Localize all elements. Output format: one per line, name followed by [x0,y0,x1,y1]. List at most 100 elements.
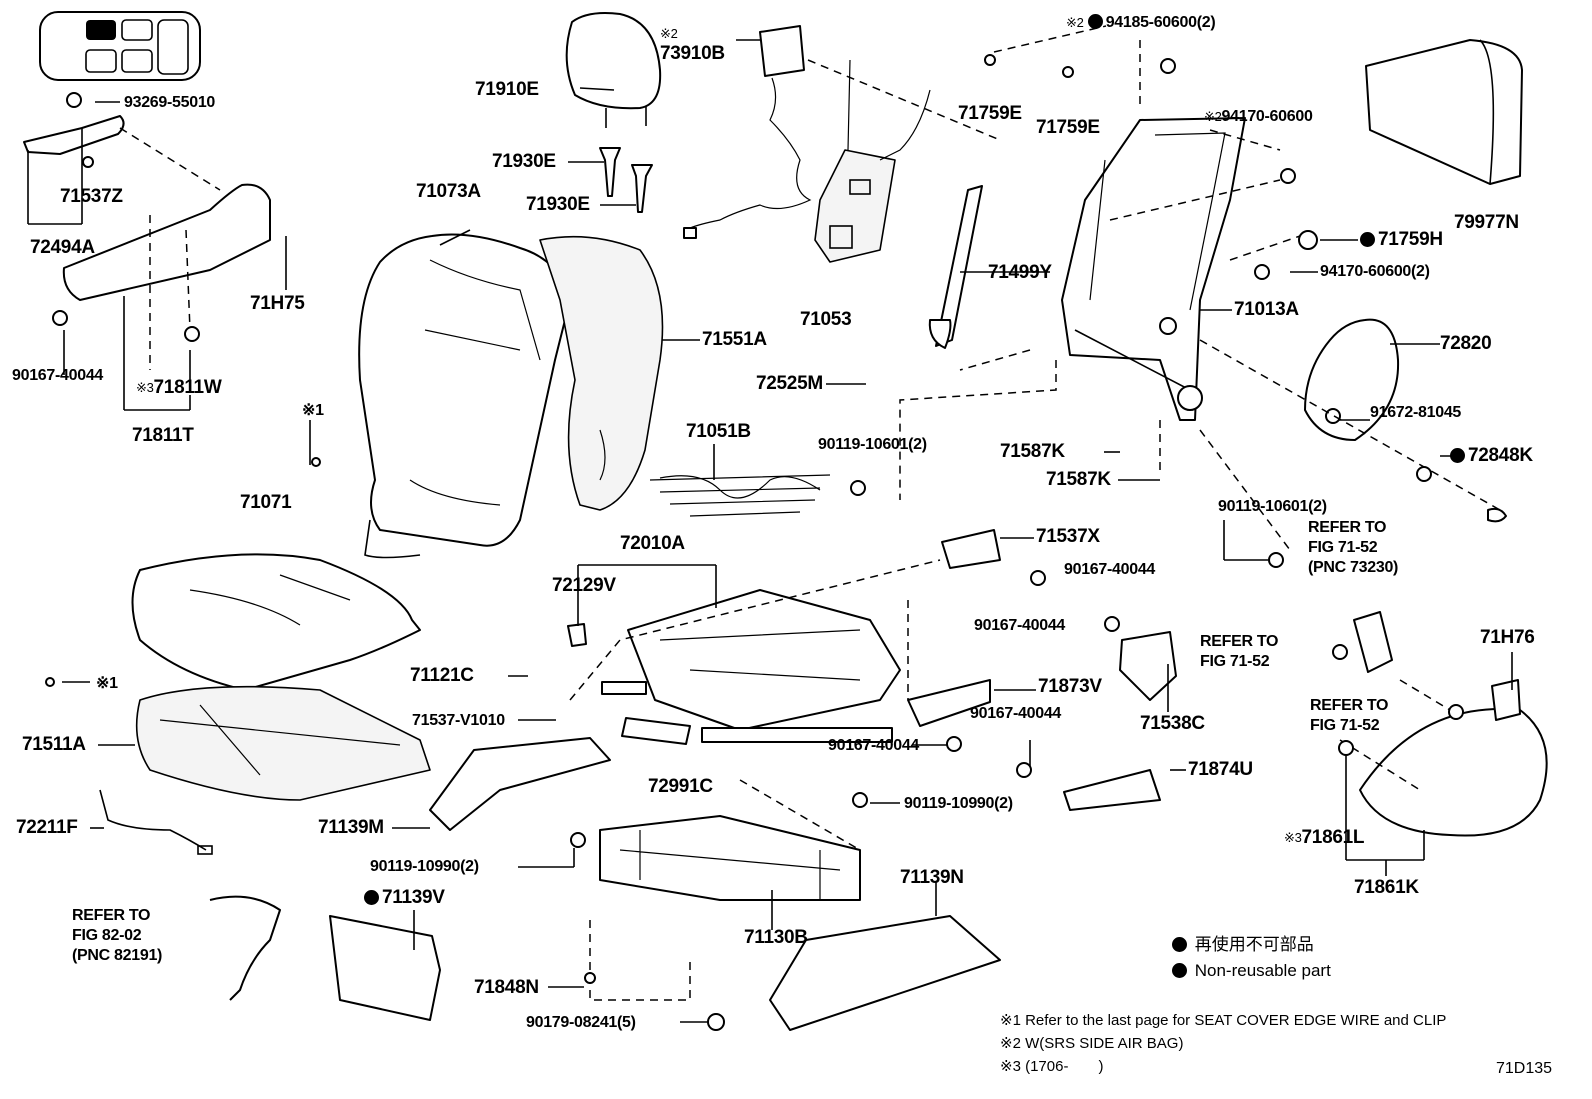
reference-fig-82-02-pnc-82191: REFER TO FIG 82-02 (PNC 82191) [72,906,162,966]
callout-71139N: 71139N [900,867,964,888]
callout-73910B-text: 73910B [660,43,725,64]
side-shield-part [1365,39,1523,185]
seat-cushion-pad-part [135,685,431,801]
seatback-frame-part [1061,117,1246,421]
callout-71811T: 71811T [132,425,194,446]
callout-72820: 72820 [1440,333,1492,354]
callout-71051B: 71051B [686,421,751,442]
note-mark-1-b: ※1 [96,675,118,692]
callout-90119-10601-b: 90119-10601(2) [1218,498,1327,515]
callout-90119-10601-a: 90119-10601(2) [818,436,927,453]
note-2: ※2 W(SRS SIDE AIR BAG) [1000,1035,1184,1052]
seatback-cover-part [358,233,571,559]
seat-position-icon [39,11,201,81]
note-mark-2: ※2 [1204,109,1222,124]
callout-91672-81045: 91672-81045 [1370,404,1462,421]
right-side-parts [209,507,1548,1001]
seat-pad-part [621,717,691,745]
note-1: ※1 Refer to the last page for SEAT COVER… [1000,1012,1447,1029]
callout-71930E-upper: 71930E [492,151,556,172]
callout-90119-10990-b: 90119-10990(2) [370,858,479,875]
non-reusable-dot [1172,963,1187,978]
callout-71121C: 71121C [410,665,474,686]
callout-72494A: 72494A [30,237,95,258]
reference-line: (PNC 82191) [72,947,163,964]
non-reusable-dot [1087,14,1103,29]
legend-non-reusable-jp: 再使用不可部品 [1172,934,1314,956]
callout-71587K-upper: 71587K [1000,441,1065,462]
callout-79977N: 79977N [1454,212,1519,233]
reference-line: (PNC 73230) [1308,559,1399,576]
seat-lower-frame-part [599,815,861,901]
note-mark-3: ※3 [136,380,154,395]
seatback-spring-part [649,474,831,517]
callout-71537Z: 71537Z [60,186,123,207]
reference-line: FIG 82-02 [72,927,142,944]
callout-72211F: 72211F [16,817,78,838]
callout-71930E-lower: 71930E [526,194,590,215]
callout-71511A: 71511A [22,734,86,755]
callout-90179-08241: 90179-08241(5) [526,1014,636,1031]
callout-72525M: 72525M [756,373,823,394]
callout-71130B: 71130B [744,927,808,948]
callout-71861L: ※371861L [1284,828,1364,848]
reference-fig-71-52-pnc-73230: REFER TO FIG 71-52 (PNC 73230) [1308,518,1398,578]
callout-71759E-left: 71759E [958,103,1022,124]
callout-90167-40044-b: 90167-40044 [1064,561,1156,578]
callout-71071: 71071 [240,492,292,513]
callout-90167-40044-e: 90167-40044 [828,737,920,754]
callout-71873V: 71873V [1038,676,1102,697]
callout-71053: 71053 [800,309,852,330]
leader-lines [27,39,1513,1023]
callout-71811W-text: 71811W [153,377,222,398]
lumbar-support-part [928,185,983,349]
reference-line: REFER TO [72,907,151,924]
callout-90167-40044-a: 90167-40044 [12,367,104,384]
callout-71139M: 71139M [318,817,384,838]
note-mark-2: ※2 [660,26,678,41]
callout-94170-60600-2: 94170-60600(2) [1320,263,1430,280]
reference-line: FIG 71-52 [1310,717,1380,734]
callout-71587K-lower: 71587K [1046,469,1111,490]
seatback-pad-part [539,235,664,511]
callout-72848K-text: 72848K [1468,445,1533,466]
callout-71537X: 71537X [1036,526,1100,547]
reference-line: REFER TO [1200,633,1279,650]
reference-line: FIG 71-52 [1308,539,1378,556]
headrest-part [565,12,662,213]
reference-fig-71-52-a: REFER TO FIG 71-52 [1200,632,1279,672]
callout-71537-V1010: 71537-V1010 [412,712,505,729]
callout-71874U: 71874U [1188,759,1253,780]
callout-90167-40044-d: 90167-40044 [970,705,1062,722]
callout-71499Y: 71499Y [988,262,1052,283]
diagram-id: 71D135 [1496,1060,1553,1077]
note-mark-2: ※2 [1066,15,1084,30]
note-mark-3: ※3 [1284,830,1302,845]
callout-71H75: 71H75 [250,293,305,314]
callout-72848K: 72848K [1450,446,1533,466]
callout-71759H-text: 71759H [1378,229,1443,250]
callout-71861K: 71861K [1354,877,1419,898]
callout-71013A: 71013A [1234,299,1299,320]
seat-side-cover-part [329,737,1001,1031]
non-reusable-dot [1172,937,1187,952]
reference-line: REFER TO [1310,697,1389,714]
callout-71759E-right: 71759E [1036,117,1100,138]
callout-71551A: 71551A [702,329,767,350]
callout-73910B: ※2 73910B [660,24,725,64]
callout-71848N: 71848N [474,977,539,998]
seatback-frame-panel [814,59,931,263]
side-airbag-part [683,25,812,239]
callout-72129V: 72129V [552,575,616,596]
callout-71759H: 71759H [1360,230,1443,250]
armrest-part [1304,318,1400,441]
recliner-cover-part [23,115,271,301]
non-reusable-dot [364,890,379,905]
legend-en-text: Non-reusable part [1194,961,1331,980]
callout-71811W: ※371811W [136,377,222,398]
reference-line: REFER TO [1308,519,1387,536]
callout-71538C: 71538C [1140,713,1205,734]
callout-71861L-text: 71861L [1301,827,1365,848]
legend-jp-text: 再使用不可部品 [1194,935,1314,954]
